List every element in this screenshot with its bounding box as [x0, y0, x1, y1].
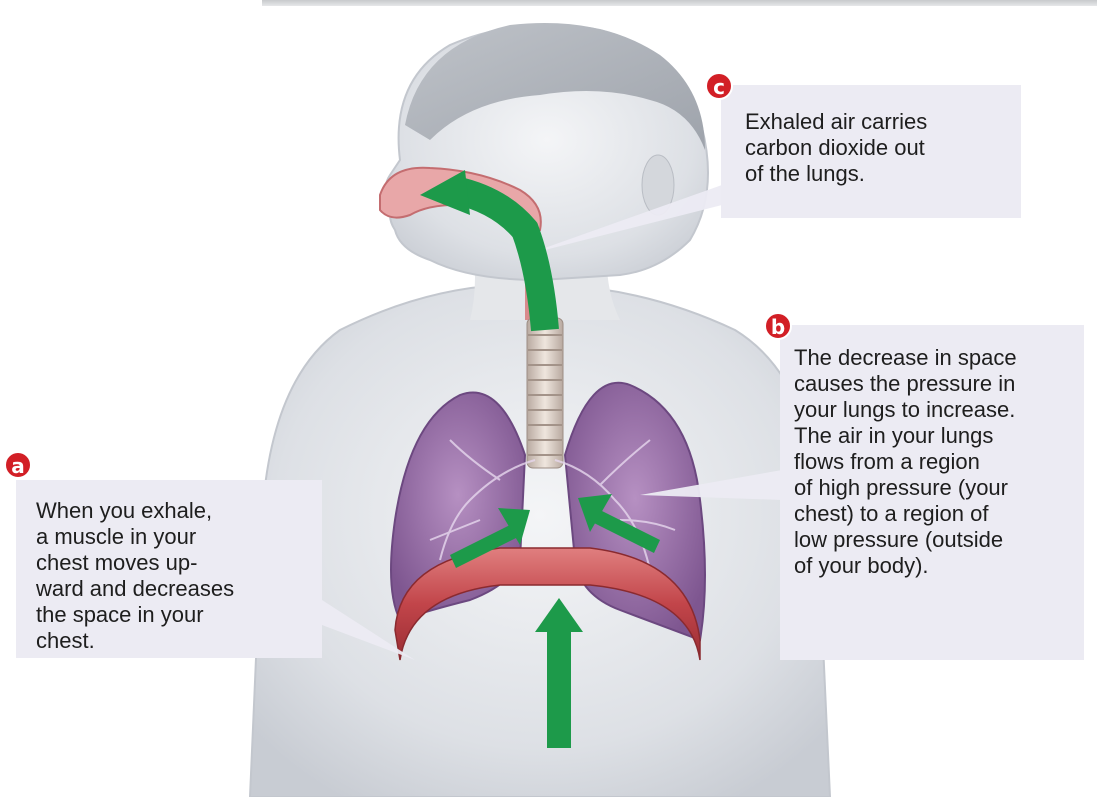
badge-c: c — [705, 72, 733, 100]
callout-b-text: The decrease in space causes the pressur… — [794, 345, 1068, 579]
badge-a: a — [4, 451, 32, 479]
callout-b-box: The decrease in space causes the pressur… — [780, 325, 1084, 660]
badge-b: b — [764, 312, 792, 340]
trachea — [527, 318, 563, 468]
callout-a-box: When you exhale, a muscle in your chest … — [16, 480, 322, 658]
callout-c-text: Exhaled air carries carbon dioxide out o… — [745, 109, 1005, 187]
callout-c-box: Exhaled air carries carbon dioxide out o… — [721, 85, 1021, 218]
callout-a-text: When you exhale, a muscle in your chest … — [36, 498, 306, 654]
